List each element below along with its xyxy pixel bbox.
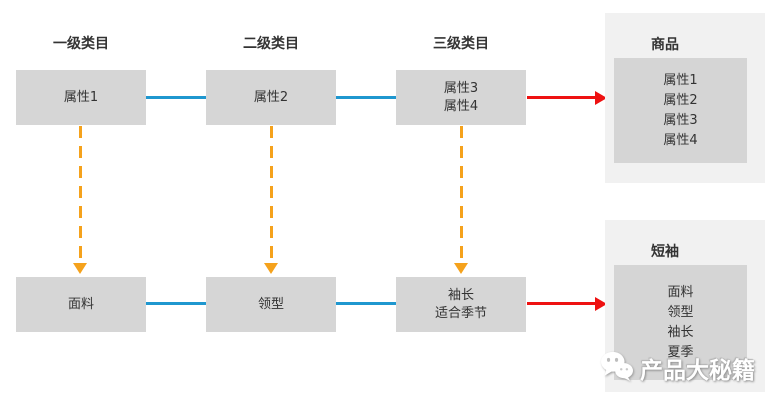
node-label: 袖长	[447, 287, 474, 303]
column-header-level2: 二级类目	[243, 36, 299, 52]
panel-shortsleeve-attributes: 面料 领型 袖长 夏季	[614, 265, 747, 380]
dashed-arrow-head	[73, 263, 87, 274]
node-label: 面料	[67, 296, 94, 312]
node-attr2: 属性2	[206, 70, 336, 125]
node-label: 领型	[257, 296, 284, 312]
column-header-level1: 一级类目	[53, 36, 109, 52]
panel-item: 袖长	[667, 324, 694, 340]
panel-item: 面料	[667, 284, 694, 300]
wechat-icon	[600, 350, 634, 386]
node-label: 属性2	[253, 89, 289, 105]
panel-item: 属性4	[663, 132, 698, 148]
panel-item: 属性1	[663, 72, 698, 88]
dashed-arrow-head	[454, 263, 468, 274]
dashed-arrow-line	[270, 126, 273, 263]
panel-item: 属性2	[663, 92, 698, 108]
panel-item: 领型	[667, 304, 694, 320]
panel-item: 夏季	[667, 344, 694, 360]
dashed-arrow-line	[79, 126, 82, 263]
connector-line	[146, 96, 206, 99]
panel-product-title: 商品	[651, 37, 679, 53]
panel-product-attributes: 属性1 属性2 属性3 属性4	[614, 58, 747, 163]
arrow-to-shortsleeve-line	[527, 302, 595, 305]
arrow-to-product-head	[595, 91, 607, 105]
node-attr1: 属性1	[16, 70, 146, 125]
arrow-to-shortsleeve-head	[595, 297, 607, 311]
dashed-arrow-head	[264, 263, 278, 274]
node-label: 属性1	[63, 89, 99, 105]
watermark: 产品大秘籍	[600, 350, 755, 386]
connector-line	[336, 302, 396, 305]
column-header-level3: 三级类目	[433, 36, 489, 52]
watermark-text: 产品大秘籍	[640, 358, 755, 384]
panel-product: 商品 属性1 属性2 属性3 属性4	[605, 13, 765, 183]
panel-item: 属性3	[663, 112, 698, 128]
node-label: 属性3	[443, 80, 479, 96]
connector-line	[336, 96, 396, 99]
node-fabric: 面料	[16, 277, 146, 332]
dashed-arrow-line	[460, 126, 463, 263]
node-label: 属性4	[443, 98, 479, 114]
panel-shortsleeve: 短袖 面料 领型 袖长 夏季	[605, 220, 765, 392]
connector-line	[146, 302, 206, 305]
panel-shortsleeve-title: 短袖	[651, 244, 679, 260]
node-label: 适合季节	[434, 305, 487, 321]
arrow-to-product-line	[527, 96, 595, 99]
node-attr3-attr4: 属性3 属性4	[396, 70, 526, 125]
node-collar: 领型	[206, 277, 336, 332]
node-sleeve-season: 袖长 适合季节	[396, 277, 526, 332]
